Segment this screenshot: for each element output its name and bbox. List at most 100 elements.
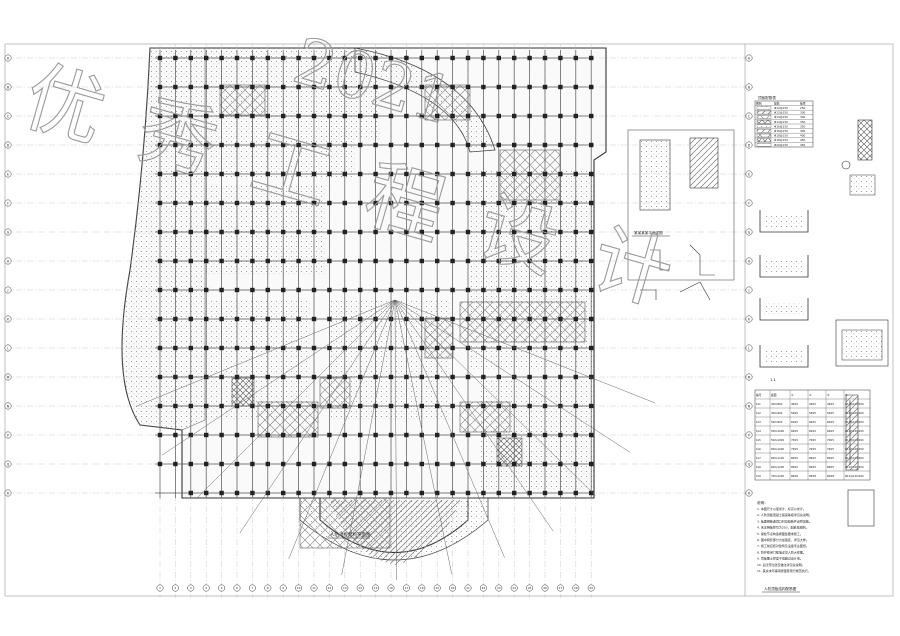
column	[157, 403, 163, 409]
column	[157, 287, 163, 293]
notes-line: 4. 未注明板厚均为250，配筋见图例。	[757, 525, 809, 530]
column	[527, 490, 532, 496]
grid-bubble	[745, 83, 753, 91]
column	[481, 113, 486, 119]
column	[435, 84, 440, 90]
column	[450, 171, 455, 177]
beam-table-cell: 7Φ25	[809, 438, 816, 442]
column	[219, 229, 224, 235]
column	[481, 490, 486, 496]
column	[388, 490, 394, 496]
column	[157, 374, 163, 380]
column	[496, 490, 501, 496]
column	[188, 461, 193, 467]
legend-table-cell: Φ16@150	[774, 124, 788, 128]
column	[542, 374, 548, 380]
column	[311, 287, 317, 293]
radial-line	[239, 299, 396, 534]
column	[388, 229, 394, 235]
column	[542, 84, 548, 90]
column	[573, 490, 578, 496]
column	[589, 171, 594, 177]
column	[327, 374, 332, 380]
column	[157, 229, 163, 235]
column	[219, 316, 224, 322]
grid-bubble	[745, 344, 753, 352]
column	[265, 403, 270, 409]
column	[512, 461, 517, 467]
column	[512, 432, 517, 438]
beam-table-header: 编号	[756, 393, 762, 397]
slab-hatched-zone	[319, 377, 351, 409]
column	[404, 432, 409, 438]
column	[204, 490, 209, 496]
grid-bubble	[341, 584, 349, 592]
column	[265, 345, 270, 351]
legend-table-cell: Φ12@150	[774, 106, 788, 110]
column	[558, 229, 563, 235]
column	[404, 229, 409, 235]
column	[404, 113, 409, 119]
column	[296, 403, 301, 409]
grid-bubble	[745, 286, 753, 294]
grid-bubble	[745, 228, 753, 236]
grid-bubble-label: 5	[221, 586, 223, 590]
column	[157, 200, 163, 206]
grid-bubble	[310, 584, 318, 592]
grid-bubble-label: G	[7, 230, 10, 234]
grid-bubble	[171, 584, 179, 592]
radial-line	[394, 299, 453, 575]
column	[281, 171, 286, 177]
column	[404, 142, 409, 148]
grid-bubble	[745, 489, 753, 497]
column	[558, 55, 563, 61]
grid-bubble	[156, 584, 164, 592]
column	[435, 316, 440, 322]
notes-line: 9. 顶板覆土厚度不得超过设计值。	[757, 556, 803, 561]
column	[281, 374, 286, 380]
grid-bubble	[4, 112, 12, 120]
grid-bubble-label: 13	[343, 586, 347, 590]
grid-bubble-label: K	[748, 317, 751, 321]
column	[265, 142, 270, 148]
grid-bubble-label: 12	[328, 586, 332, 590]
column	[435, 287, 440, 293]
beam-table-cell: 6Φ25	[809, 429, 816, 433]
column	[450, 403, 455, 409]
column	[373, 490, 378, 496]
beam-table-cell: Φ12@100/200	[845, 474, 864, 478]
column	[450, 345, 455, 351]
grid-bubble-label: 24	[512, 586, 516, 590]
grid-bubble	[745, 315, 753, 323]
grid-bubble-label: 7	[252, 586, 254, 590]
grid-bubble	[4, 228, 12, 236]
column	[265, 84, 270, 90]
detail-section-sketch-b	[689, 244, 715, 276]
column	[234, 55, 240, 61]
column	[481, 461, 486, 467]
column	[542, 403, 548, 409]
column	[342, 113, 347, 119]
detail-section-sketch-d	[679, 281, 711, 301]
grid-bubble-label: G	[748, 230, 751, 234]
legend-table-title: 顶板配筋表	[758, 95, 776, 100]
column	[234, 374, 240, 380]
column	[527, 316, 532, 322]
grid-bubble	[587, 584, 595, 592]
column	[311, 200, 317, 206]
column	[404, 316, 409, 322]
column	[573, 403, 578, 409]
column	[188, 142, 193, 148]
column	[234, 403, 240, 409]
column	[435, 55, 440, 61]
detail-box-1	[639, 139, 671, 211]
column	[311, 403, 317, 409]
column	[589, 258, 594, 264]
grid-bubble	[449, 584, 457, 592]
grid-bubble	[745, 402, 753, 410]
grid-bubble	[745, 170, 753, 178]
column	[296, 113, 301, 119]
grid-bubble-label: D	[7, 143, 10, 147]
column	[281, 461, 286, 467]
